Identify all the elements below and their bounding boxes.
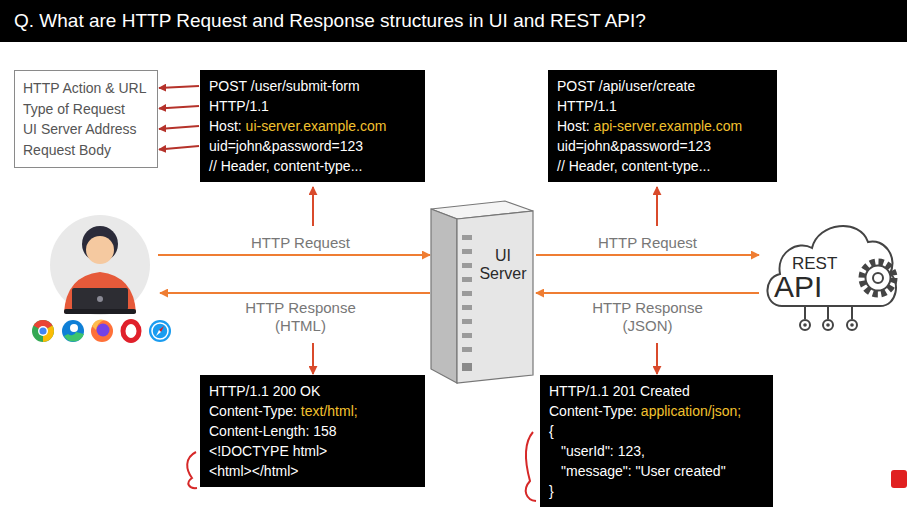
code-text: HTTP/1.1 [209, 98, 269, 114]
text-line: Content-Type:text/html; [209, 401, 416, 421]
text-line: HTTP/1.1 [557, 96, 768, 116]
server-label: UI Server [475, 247, 531, 284]
connector-arrow [159, 106, 199, 109]
text-line: // Header, content-type... [209, 156, 416, 176]
label-text: UI Server Address [23, 121, 137, 137]
request-arrow [158, 254, 430, 256]
diagram-title: Q. What are HTTP Request and Response st… [14, 10, 646, 32]
label-box: HTTP Action & URL Type of Request UI Serve… [14, 70, 158, 168]
text-line: uid=john&password=123 [557, 136, 768, 156]
edge-label: HTTP Response (JSON) [578, 299, 717, 335]
text-line: HTTP/1.1 [209, 96, 416, 116]
connector-arrow [159, 146, 199, 150]
label-text: Type of Request [23, 101, 125, 117]
text-line: POST /user/submit-form [209, 76, 416, 96]
code-text: Content-Type: [549, 403, 637, 419]
code-text: HTTP/1.1 200 OK [209, 383, 320, 399]
code-text: "message": "User created" [561, 463, 726, 479]
text-line: HTTP/1.1 201 Created [549, 381, 764, 401]
connector-arrow [159, 86, 199, 88]
code-text: Content-Type: [209, 403, 297, 419]
text-line: HTTP/1.1 200 OK [209, 381, 416, 401]
label-text: Request Body [23, 142, 111, 158]
code-text: // Header, content-type... [557, 158, 710, 174]
code-text: { [549, 423, 554, 439]
flow-label: HTTP Request [249, 234, 352, 252]
code-text: // Header, content-type... [209, 158, 362, 174]
code-text: ui-server.example.com [246, 118, 387, 134]
server-node: UI Server [425, 195, 535, 387]
code-text: <html></html> [209, 463, 299, 479]
text-line: uid=john&password=123 [209, 136, 416, 156]
code-text: uid=john&password=123 [209, 138, 363, 154]
code-text: } [549, 483, 554, 499]
code-text: application/json; [641, 403, 741, 419]
text-line: Host:ui-server.example.com [209, 116, 416, 136]
user-avatar [50, 215, 150, 315]
connector-arrow [536, 254, 759, 256]
pointer-arrow [312, 343, 314, 374]
code-text: uid=john&password=123 [557, 138, 711, 154]
browser-icons [32, 320, 171, 342]
code-text: HTTP/1.1 201 Created [549, 383, 690, 399]
code-text: POST /user/submit-form [209, 78, 360, 94]
hand-mark [187, 452, 197, 488]
flow-label: HTTP Response (HTML) [231, 299, 370, 335]
text-line: Content-Type:application/json; [549, 401, 764, 421]
text-line: } [549, 481, 764, 501]
pointer-arrow [656, 187, 658, 226]
code-text: <!DOCTYPE html> [209, 443, 327, 459]
code-text: Host: [557, 118, 590, 134]
text-line: "userId": 123, [549, 441, 764, 461]
text-line: <!DOCTYPE html> [209, 441, 416, 461]
server-tower [425, 195, 535, 387]
pointer-arrow [312, 187, 314, 226]
text-line: // Header, content-type... [557, 156, 768, 176]
code-text: text/html; [301, 403, 358, 419]
code-text: POST /api/user/create [557, 78, 695, 94]
text-line: { [549, 421, 764, 441]
edge-label: HTTP Request [596, 234, 699, 252]
hand-mark [526, 432, 536, 501]
response-code-box: HTTP/1.1 201 CreatedContent-Type:applica… [540, 375, 773, 507]
code-text: Host: [209, 118, 242, 134]
text-line: POST /api/user/create [557, 76, 768, 96]
connector-arrow [536, 292, 759, 294]
request-code-box: POST /user/submit-formHTTP/1.1Host:ui-se… [200, 70, 425, 182]
text-line: Type of Request [23, 99, 149, 120]
pointer-arrow [656, 343, 658, 374]
text-line: Host:api-server.example.com [557, 116, 768, 136]
code-text: Content-Length: 158 [209, 423, 337, 439]
text-line: UI Server Address [23, 119, 149, 140]
text-line: "message": "User created" [549, 461, 764, 481]
connector-arrow [159, 126, 199, 129]
text-line: Request Body [23, 140, 149, 161]
code-text: HTTP/1.1 [557, 98, 617, 114]
code-text: api-server.example.com [594, 118, 743, 134]
rest-api-node: RESTAPI [760, 212, 900, 336]
code-text: "userId": 123, [561, 443, 645, 459]
response-code-box: HTTP/1.1 200 OKContent-Type:text/html;Co… [200, 375, 425, 487]
request-code-box: POST /api/user/createHTTP/1.1Host:api-se… [548, 70, 777, 182]
text-line: <html></html> [209, 461, 416, 481]
label-text: HTTP Action & URL [23, 80, 146, 96]
text-line: Content-Length: 158 [209, 421, 416, 441]
api-label: API [774, 270, 822, 305]
corner-badge [891, 470, 907, 488]
text-line: HTTP Action & URL [23, 78, 149, 99]
response-arrow [160, 292, 430, 294]
